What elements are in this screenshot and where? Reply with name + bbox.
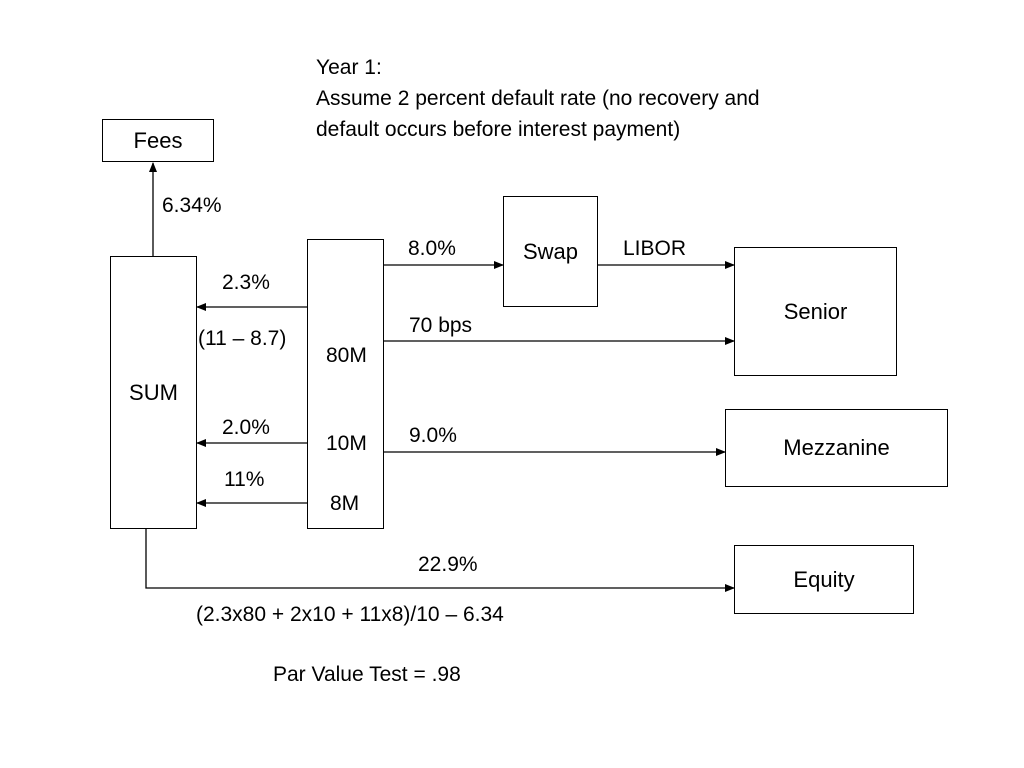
equity-rate-label: 22.9% [418, 553, 478, 576]
senior-to-sum-note-label: (11 – 8.7) [198, 327, 287, 350]
equity-formula: (2.3x80 + 2x10 + 11x8)/10 – 6.34 [196, 603, 504, 626]
swap-in-rate-label: 8.0% [408, 237, 456, 260]
fees-box: Fees [102, 119, 214, 162]
mezzanine-rate-label: 9.0% [409, 424, 457, 447]
mezzanine-tranche-amount: 10M [326, 432, 367, 455]
swap-box: Swap [503, 196, 598, 307]
heading-line-3: default occurs before interest payment) [316, 118, 681, 141]
heading-line-2: Assume 2 percent default rate (no recove… [316, 87, 760, 110]
mezz-to-sum-rate-label: 2.0% [222, 416, 270, 439]
senior-box: Senior [734, 247, 897, 376]
mezzanine-box: Mezzanine [725, 409, 948, 487]
fees-rate-label: 6.34% [162, 194, 222, 217]
sum-box: SUM [110, 256, 197, 529]
collateral-box [307, 239, 384, 529]
heading-line-1: Year 1: [316, 56, 382, 79]
senior-tranche-amount: 80M [326, 344, 367, 367]
arrow-sum-to-equity [145, 528, 735, 592]
swap-out-rate-label: LIBOR [623, 237, 687, 260]
par-value-test: Par Value Test = .98 [273, 663, 461, 686]
senior-to-sum-rate-label: 2.3% [222, 271, 270, 294]
equity-to-sum-rate-label: 11% [224, 468, 265, 491]
equity-box: Equity [734, 545, 914, 614]
senior-spread-label: 70 bps [409, 314, 473, 337]
diagram-heading: Year 1: Assume 2 percent default rate (n… [316, 52, 760, 145]
equity-tranche-amount: 8M [330, 492, 360, 515]
